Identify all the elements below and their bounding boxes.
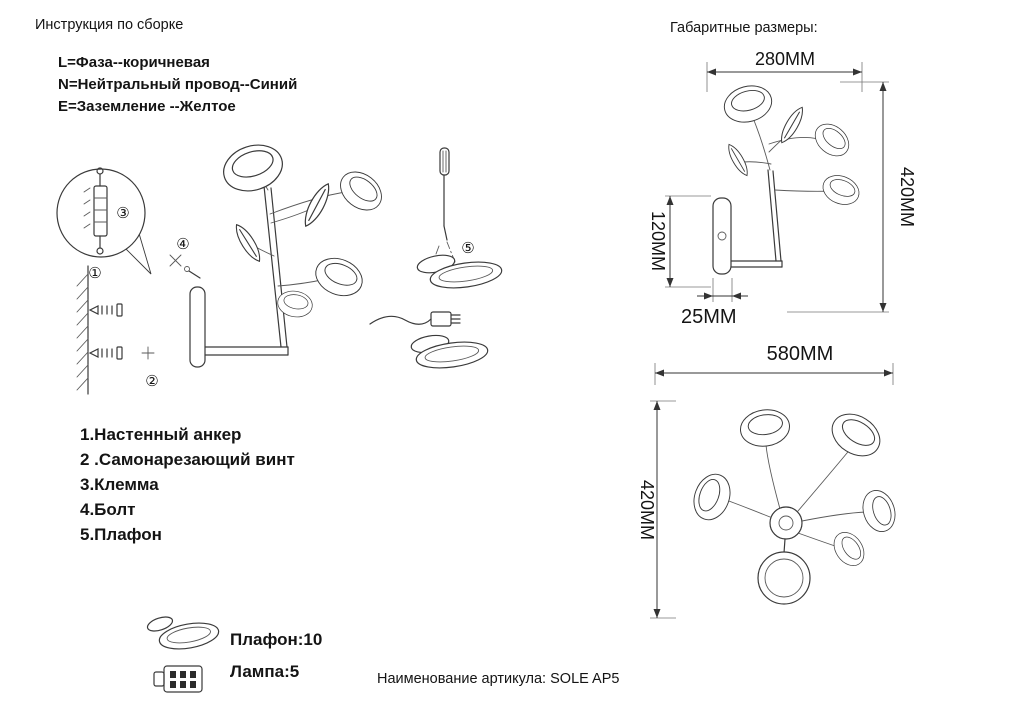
plafond-leaf: [687, 468, 737, 526]
plafond-leaf: [823, 405, 889, 465]
wall-and-screws: ① ②: [76, 264, 159, 395]
parts-item-5: 5.Плафон: [80, 525, 162, 544]
lamp-icon: [153, 665, 203, 693]
assembly-diagram: ③ ① ② ④: [56, 137, 503, 395]
plafond-leaf: [309, 251, 369, 303]
sconce-front-view: [687, 405, 901, 605]
plafond-icon: [146, 616, 220, 650]
plafond-leaf: [808, 117, 856, 163]
parts-item-3: 3.Клемма: [80, 475, 159, 494]
plafond-leaf-edge: [230, 220, 266, 266]
plafond-leaf-edge: [724, 141, 752, 179]
dim-420-top-label: 420MM: [637, 480, 657, 540]
dim-plate-120: 120MM: [648, 195, 711, 288]
plafond-leaf: [818, 170, 864, 210]
plafond-leaf: [857, 485, 901, 537]
plafond-discs-upper: [416, 245, 503, 289]
wiring-line-l: L=Фаза--коричневая: [58, 54, 210, 71]
dim-width-580: 580MM: [654, 343, 894, 385]
parts-item-1: 1.Настенный анкер: [80, 425, 242, 444]
wall-plate: [712, 197, 732, 275]
dim-width-280: 280MM: [706, 49, 863, 92]
dim-height-420: 420MM: [787, 81, 917, 313]
parts-list: 1.Настенный анкер 2 .Самонарезающий винт…: [80, 422, 295, 547]
stem-hub: [769, 506, 803, 540]
parts-item-4: 4.Болт: [80, 500, 136, 519]
dim-280-label: 280MM: [755, 49, 815, 69]
legend-icons: [146, 616, 220, 693]
plafond-leaf: [217, 137, 289, 199]
callout-2: ②: [145, 372, 158, 390]
dimensions-title: Габаритные размеры:: [670, 20, 818, 36]
plafond-count-label: Плафон:10: [230, 630, 323, 649]
wiring-line-n: N=Нейтральный провод--Синий: [58, 76, 298, 93]
dim-120-label: 120MM: [648, 211, 668, 271]
dim-580-label: 580MM: [767, 343, 834, 365]
plafond-leaf: [332, 163, 390, 219]
plafond-leaf-edge: [299, 180, 335, 230]
terminal-detail-bubble: ③: [56, 167, 152, 275]
screw-2: [89, 346, 123, 360]
callout-1: ①: [88, 264, 101, 282]
lamp-count-label: Лампа:5: [230, 662, 300, 681]
sconce-side-view: [712, 80, 864, 275]
wiring-line-e: E=Заземление --Желтое: [58, 98, 236, 115]
plafond-leaf-edge: [776, 103, 808, 147]
plafond-discs-lower: [410, 334, 489, 369]
callout-4: ④: [176, 235, 189, 253]
wiring-legend: L=Фаза--коричневая N=Нейтральный провод-…: [58, 52, 297, 118]
dimensions-front-view: 280MM 420MM 120MM 25MM: [648, 49, 917, 328]
screwdriver: [439, 147, 456, 263]
page-title: Инструкция по сборке: [35, 17, 184, 33]
callout-3: ③: [116, 204, 129, 222]
lamp-assembly: [189, 137, 390, 368]
bolt-callout: ④: [169, 235, 201, 279]
dim-420-front-label: 420MM: [897, 167, 917, 227]
screw-1: [89, 303, 123, 317]
parts-item-2: 2 .Самонарезающий винт: [80, 450, 295, 469]
lamp-connector: [369, 311, 461, 327]
dim-height-420-top: 420MM: [637, 400, 676, 619]
plafond-leaf: [737, 406, 793, 450]
wall-canopy: [757, 551, 811, 605]
article-name: Наименование артикула: SOLE AP5: [377, 671, 620, 687]
dimensions-top-view: 580MM 420MM: [637, 343, 901, 619]
dim-25-label: 25MM: [681, 306, 737, 328]
plafond-leaf: [827, 526, 871, 572]
wall-plate: [189, 286, 206, 368]
plafond-leaf: [719, 80, 777, 128]
callout-5: ⑤: [461, 239, 474, 257]
dim-depth-25: 25MM: [681, 278, 748, 328]
